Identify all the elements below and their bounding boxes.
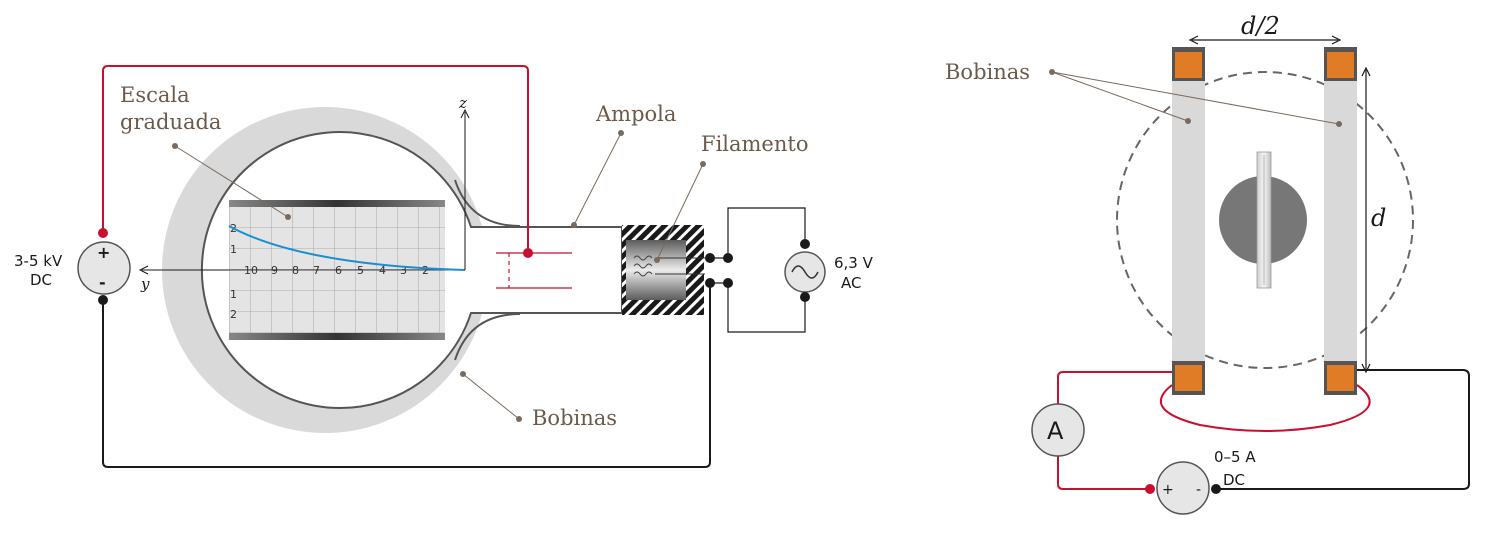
coil-winding-bl xyxy=(1175,365,1202,391)
scale-h-tick-5: 5 xyxy=(357,264,364,277)
label-bulb: Ampola xyxy=(595,102,676,126)
scale-h-tick-10: 10 xyxy=(244,264,258,277)
dc-type-label: DC xyxy=(1223,471,1245,489)
ac-voltage-label: 6,3 V xyxy=(834,254,874,272)
label-d-half: d/2 xyxy=(1241,12,1280,40)
hv-minus-label: - xyxy=(99,273,106,292)
coil-winding-tr xyxy=(1327,52,1354,78)
dc-current-source: + - 0–5 A DC xyxy=(1156,448,1256,515)
ac-circuit-wire xyxy=(710,207,806,333)
ammeter-label: A xyxy=(1047,417,1064,445)
dc-current-label: 0–5 A xyxy=(1214,448,1256,466)
scale-h-tick-3: 3 xyxy=(400,264,407,277)
label-scale-line2: graduada xyxy=(120,110,221,134)
supply-red-wire xyxy=(1057,371,1172,490)
right-apparatus: d/2 d Bobinas A + - 0–5 A DC xyxy=(945,12,1470,515)
scale-h-tick-4: 4 xyxy=(379,264,386,277)
dc-minus-label: - xyxy=(1196,482,1201,498)
scale-v-tick-bottom-2: 2 xyxy=(230,308,237,321)
ac-type-label: AC xyxy=(841,274,861,292)
electron-gun xyxy=(622,225,705,315)
z-axis-label: z xyxy=(458,94,467,112)
coil-winding-tl xyxy=(1175,52,1202,78)
hv-positive-wire xyxy=(102,65,529,253)
label-filament: Filamento xyxy=(701,132,808,156)
hv-negative-wire xyxy=(102,283,711,468)
ammeter: A xyxy=(1031,403,1085,457)
scale-h-tick-9: 9 xyxy=(271,264,278,277)
y-axis-label: y xyxy=(140,275,150,293)
coil-bar-right xyxy=(1324,80,1357,362)
dc-plus-label: + xyxy=(1162,482,1174,498)
bulb-dashed-outline xyxy=(1116,71,1414,369)
label-coils-right: Bobinas xyxy=(945,60,1030,84)
hv-type-label: DC xyxy=(30,271,52,289)
label-d: d xyxy=(1371,204,1386,232)
hv-voltage-label: 3-5 kV xyxy=(14,252,63,270)
graduated-scale: 2 1 1 2 10 9 8 7 6 5 4 3 2 xyxy=(228,200,466,340)
supply-black-wire xyxy=(1216,369,1470,490)
scale-h-tick-7: 7 xyxy=(313,264,320,277)
scale-v-tick-top-1: 1 xyxy=(230,243,237,256)
coil-interconnect-wire xyxy=(1160,384,1371,432)
ac-source: 6,3 V AC xyxy=(784,239,874,302)
hv-plus-label: + xyxy=(97,243,110,262)
label-scale-line1: Escala xyxy=(120,83,190,107)
scale-h-tick-6: 6 xyxy=(335,264,342,277)
coil-winding-br xyxy=(1327,365,1354,391)
electron-beam xyxy=(228,225,466,271)
label-coils-left: Bobinas xyxy=(532,406,617,430)
left-apparatus: 2 1 1 2 10 9 8 7 6 5 4 3 2 z y xyxy=(14,65,874,468)
scale-v-tick-bottom-1: 1 xyxy=(230,288,237,301)
coil-bar-left xyxy=(1172,80,1205,362)
scale-h-tick-8: 8 xyxy=(292,264,299,277)
hv-dc-source: + - 3-5 kV DC xyxy=(14,241,131,305)
sine-icon xyxy=(791,265,819,279)
scale-h-tick-2: 2 xyxy=(422,264,429,277)
filament-coil xyxy=(633,255,653,277)
